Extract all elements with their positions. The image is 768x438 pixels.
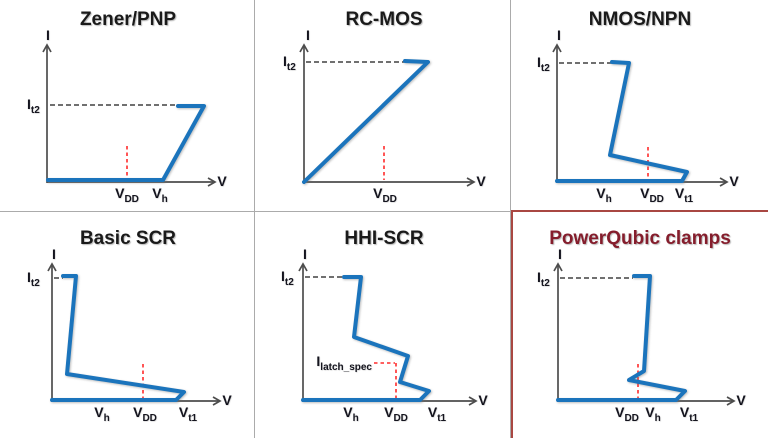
iv-plot	[552, 43, 729, 187]
iv-curve	[302, 59, 430, 184]
i-axis-label: I	[557, 27, 561, 43]
iv-curve	[46, 104, 206, 182]
i-axis-label: I	[46, 27, 50, 43]
it2-label: It2	[27, 96, 40, 116]
x-axis-label-vdd: VDD	[384, 404, 408, 424]
i-axis-label: I	[558, 246, 562, 262]
x-axis-label-vh: Vh	[596, 185, 612, 205]
x-axis-label-vt1: Vt1	[427, 404, 447, 424]
x-axis-label-vh: Vh	[645, 404, 661, 424]
x-axis-label-vdd: VDD	[133, 404, 157, 424]
v-axis-label: V	[222, 392, 232, 408]
i-axis-arrow-icon	[298, 262, 308, 272]
iv-curve	[556, 274, 687, 402]
i-axis-label: I	[52, 246, 56, 262]
iv-plot	[42, 43, 217, 187]
iv-plot	[298, 262, 478, 406]
v-axis-arrow-icon	[719, 177, 729, 187]
i-axis-arrow-icon	[42, 43, 52, 53]
x-axis-label-vh: Vh	[343, 404, 359, 424]
panel-title: HHI-SCR	[344, 228, 424, 249]
panel-zener-pnp: Zener/PNP I V It2 VDD Vh	[0, 0, 256, 219]
panel-title: NMOS/NPN	[588, 9, 692, 30]
x-axis-label-vdd: VDD	[615, 404, 639, 424]
panel-rc-mos: RC-MOS I V It2 VDD	[256, 0, 512, 219]
i-axis-arrow-icon	[552, 43, 562, 53]
x-axis-label-vt1: Vt1	[178, 404, 198, 424]
iv-curve	[555, 60, 689, 183]
panel-title: Zener/PNP	[79, 9, 177, 30]
x-axis-label-vh: Vh	[152, 185, 168, 205]
x-axis-label-vh: Vh	[94, 404, 110, 424]
iv-plot	[47, 262, 222, 406]
v-axis-arrow-icon	[212, 396, 222, 406]
v-axis-arrow-icon	[466, 177, 476, 187]
v-axis-label: V	[736, 392, 746, 408]
ilatch-spec-label: Ilatch_spec	[316, 353, 372, 373]
grid-line-vertical-1	[254, 0, 255, 438]
x-axis-label-vt1: Vt1	[679, 404, 699, 424]
v-axis-label: V	[476, 173, 486, 189]
v-axis-arrow-icon	[207, 177, 217, 187]
it2-label: It2	[281, 268, 294, 288]
i-axis-arrow-icon	[299, 43, 309, 53]
panel-hhi-scr: HHI-SCR I V It2 Ilatch_spec Vh VDD Vt1	[256, 219, 512, 438]
i-axis-label: I	[303, 246, 307, 262]
panel-basic-scr: Basic SCR I V It2 Vh VDD Vt1	[0, 219, 256, 438]
panel-title: PowerQubic clamps	[549, 228, 731, 249]
v-axis-arrow-icon	[726, 396, 736, 406]
grid-line-horizontal	[0, 211, 768, 212]
x-axis-label-vdd: VDD	[640, 185, 664, 205]
i-axis-arrow-icon	[47, 262, 57, 272]
it2-label: It2	[283, 53, 296, 73]
v-axis-label: V	[217, 173, 227, 189]
panel-title: Basic SCR	[79, 228, 177, 249]
panel-powerqubic-clamps: PowerQubic clamps I V It2 VDD Vh Vt1	[512, 219, 768, 438]
i-axis-label: I	[306, 27, 310, 43]
iv-plot	[299, 43, 476, 187]
iv-curve	[50, 274, 186, 402]
panel-title: RC-MOS	[345, 9, 423, 30]
x-axis-label-vt1: Vt1	[674, 185, 694, 205]
grid-line-vertical-2	[510, 0, 511, 438]
iv-plot	[553, 262, 736, 406]
x-axis-label-vdd: VDD	[115, 185, 139, 205]
it2-label: It2	[537, 54, 550, 74]
v-axis-label: V	[729, 173, 739, 189]
panel-nmos-npn: NMOS/NPN I V It2 Vh VDD Vt1	[512, 0, 768, 219]
x-axis-label-vdd: VDD	[373, 185, 397, 205]
v-axis-label: V	[478, 392, 488, 408]
it2-label: It2	[537, 269, 550, 289]
v-axis-arrow-icon	[468, 396, 478, 406]
it2-label: It2	[27, 269, 40, 289]
i-axis-arrow-icon	[553, 262, 563, 272]
iv-curve	[301, 275, 431, 402]
